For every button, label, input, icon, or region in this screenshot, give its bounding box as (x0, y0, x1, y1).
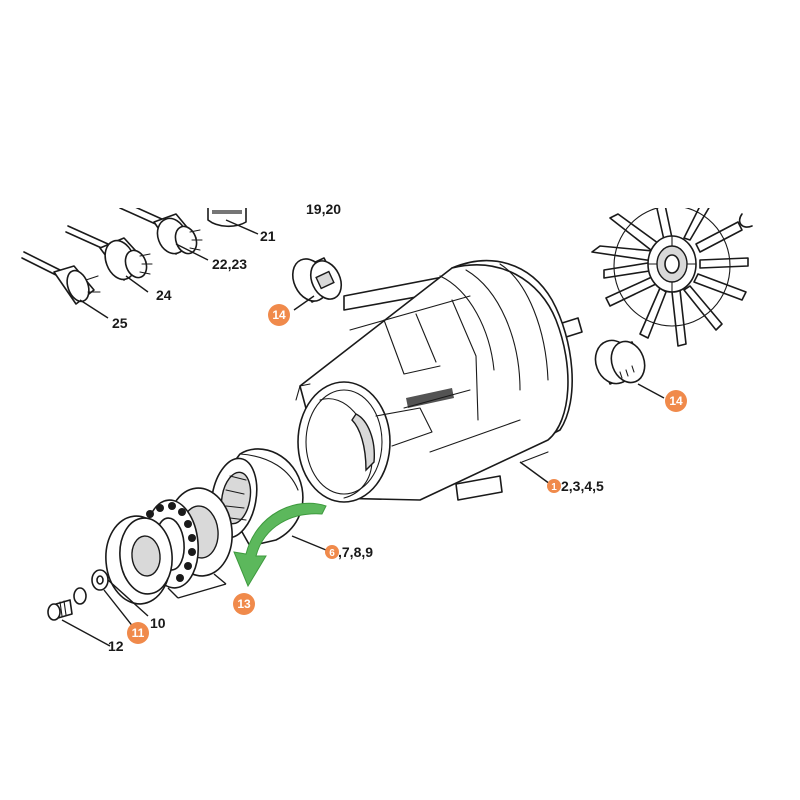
callout-12: 12 (108, 638, 124, 654)
badge-6: 6 (325, 545, 339, 559)
callout-19-20: 19,20 (306, 201, 341, 217)
badge-14-right: 14 (665, 390, 687, 412)
svg-text:6: 6 (329, 548, 335, 559)
callout-24: 24 (156, 287, 172, 303)
svg-text:11: 11 (132, 626, 145, 640)
callout-10: 10 (150, 615, 166, 631)
fan-illustration (591, 208, 753, 347)
callout-1-2-3-4-5: 2,3,4,5 (561, 478, 604, 494)
svg-text:13: 13 (237, 597, 251, 611)
svg-text:1: 1 (551, 482, 557, 493)
leader-lines (61, 219, 665, 647)
screw-12 (47, 599, 73, 621)
callout-6-7-8-9: ,7,8,9 (338, 544, 373, 560)
lock-washer (73, 587, 87, 605)
capacitor-right (594, 339, 646, 385)
washer-11 (91, 569, 109, 591)
badge-11: 11 (127, 622, 149, 644)
svg-text:14: 14 (272, 308, 286, 322)
bearing-assembly (105, 487, 233, 605)
callout-21: 21 (260, 228, 276, 244)
badge-13: 13 (233, 593, 255, 615)
callout-22-23: 22,23 (212, 256, 247, 272)
motor-housing (295, 259, 583, 503)
svg-text:14: 14 (669, 394, 683, 408)
cord-set (21, 208, 247, 305)
badge-1: 1 (547, 479, 561, 493)
callout-labels: 19,20 21 22,23 24 25 2,3,4,5 ,7,8,9 10 1… (108, 201, 604, 654)
capacitor-left (291, 257, 343, 303)
rotation-arrow-icon (233, 502, 327, 588)
callout-25: 25 (112, 315, 128, 331)
badge-14-left: 14 (268, 304, 290, 326)
